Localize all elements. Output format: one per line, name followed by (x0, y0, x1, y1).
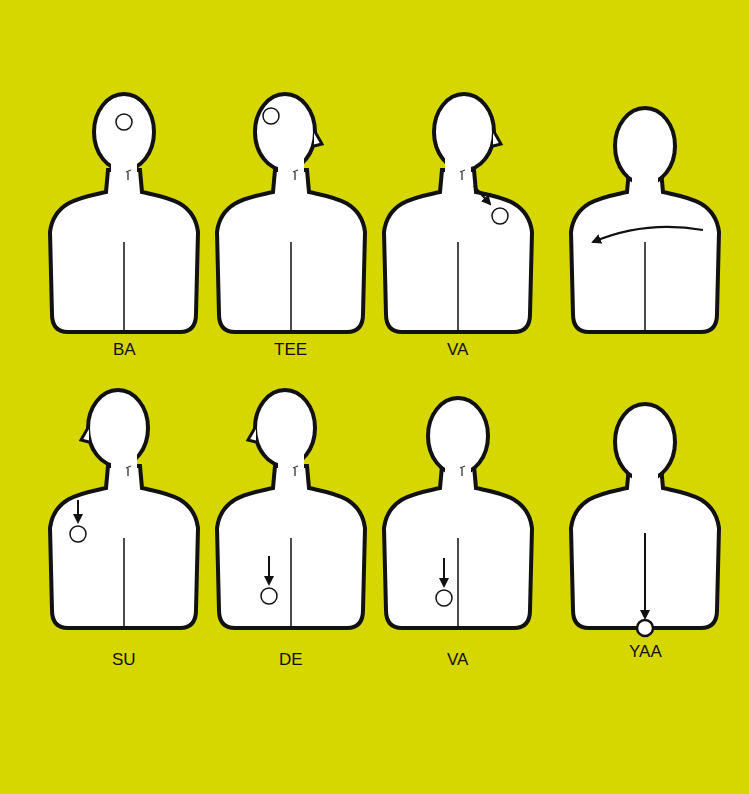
torso-figure (571, 404, 719, 628)
figure-label: VA (447, 650, 468, 670)
neck-fill (111, 454, 137, 492)
point-circle (263, 108, 279, 124)
figure-label: SU (112, 650, 136, 670)
point-circle (492, 208, 508, 224)
nose-mark (248, 426, 256, 442)
point-circle (261, 588, 277, 604)
nose-mark (81, 426, 89, 442)
nose-mark (493, 130, 501, 146)
nose-mark (314, 130, 322, 146)
torso-figure (571, 108, 719, 332)
spine-line (457, 242, 459, 330)
torso-figure (384, 398, 532, 628)
spine-line (644, 242, 646, 330)
figure-label: TEE (274, 340, 307, 360)
motion-arrow (268, 556, 270, 584)
neck-fill (445, 158, 471, 196)
torso-figure (50, 390, 198, 628)
figure-label: YAA (629, 642, 662, 662)
point-circle (637, 620, 653, 636)
neck-fill (445, 458, 471, 496)
chin-mark (293, 170, 298, 180)
spine-line (457, 538, 459, 626)
spine-line (290, 242, 292, 330)
point-circle (70, 526, 86, 542)
neck-fill (632, 461, 658, 499)
point-circle (436, 590, 452, 606)
motion-arrow (644, 533, 646, 618)
neck-fill (278, 454, 304, 492)
chin-mark (126, 466, 131, 476)
torso-figure (384, 94, 532, 332)
torso-figure (50, 94, 198, 332)
neck-fill (111, 158, 137, 196)
figure-label: BA (113, 340, 136, 360)
chin-mark (460, 466, 465, 476)
torso-figure (217, 390, 365, 628)
motion-arrow (77, 500, 79, 522)
neck-fill (632, 165, 658, 203)
neck-fill (278, 158, 304, 196)
motion-arrow (443, 558, 445, 586)
chin-mark (293, 466, 298, 476)
spine-line (123, 242, 125, 330)
figure-label: DE (279, 650, 303, 670)
spine-line (123, 538, 125, 626)
motion-arrow (474, 186, 490, 204)
motion-arrow (593, 227, 703, 242)
spine-line (290, 538, 292, 626)
point-circle (116, 114, 132, 130)
torso-figure (217, 94, 365, 332)
chin-mark (126, 170, 131, 180)
chin-mark (460, 170, 465, 180)
figure-label: VA (447, 340, 468, 360)
